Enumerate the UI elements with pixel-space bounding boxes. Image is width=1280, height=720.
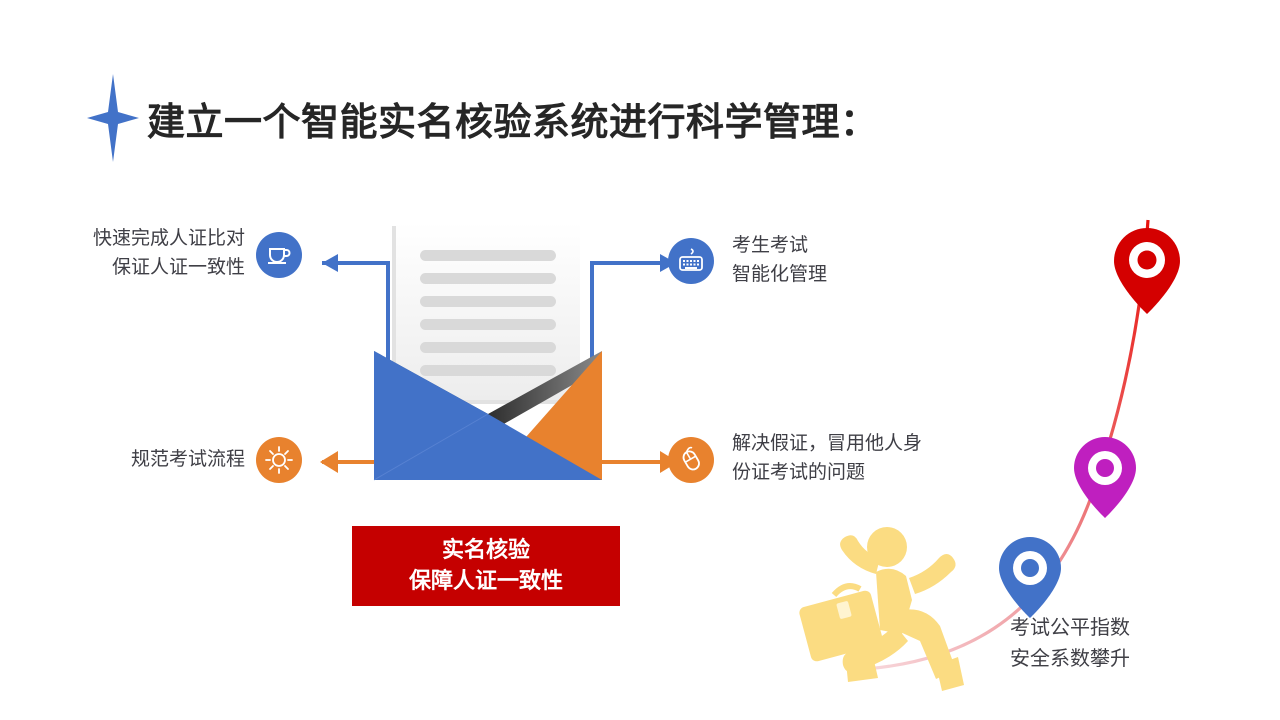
right-illustration xyxy=(790,200,1280,700)
map-pin-magenta xyxy=(1074,437,1136,518)
slide-title-row: 建立一个智能实名核验系统进行科学管理： xyxy=(85,74,879,162)
page-title: 建立一个智能实名核验系统进行科学管理： xyxy=(147,99,879,144)
mouse-icon xyxy=(682,446,700,471)
feature-icon-sun[interactable] xyxy=(256,437,302,483)
envelope-graphic xyxy=(352,218,624,508)
four-point-star-icon xyxy=(87,74,139,162)
feature-label-line: 考生考试 xyxy=(732,234,809,256)
coffee-cup-icon xyxy=(268,248,291,264)
feature-label-line: 智能化管理 xyxy=(732,263,828,285)
feature-label-top-right: 考生考试 智能化管理 xyxy=(732,231,827,289)
feature-label-line: 规范考试流程 xyxy=(130,448,245,470)
sun-icon xyxy=(265,446,293,474)
keyboard-icon xyxy=(679,248,703,271)
feature-label-bottom-right: 解决假证，冒用他人身 份证考试的问题 xyxy=(732,429,922,487)
feature-label-top-left: 快速完成人证比对 保证人证一致性 xyxy=(20,224,245,282)
red-box-line: 保障人证一致性 xyxy=(408,569,563,594)
document-lines xyxy=(420,250,556,376)
right-illustration-caption: 考试公平指数 安全系数攀升 xyxy=(1010,612,1130,674)
map-pin-red xyxy=(1114,228,1180,314)
feature-icon-keyboard[interactable] xyxy=(668,238,714,284)
feature-label-line: 解决假证，冒用他人身 xyxy=(732,432,923,454)
map-pin-blue xyxy=(999,537,1061,618)
feature-icon-mouse[interactable] xyxy=(668,437,714,483)
right-caption-line: 安全系数攀升 xyxy=(1010,646,1130,670)
red-box-line: 实名核验 xyxy=(441,538,530,563)
feature-label-bottom-left: 规范考试流程 xyxy=(20,445,245,474)
feature-icon-coffee[interactable] xyxy=(256,232,302,278)
running-businessman-with-briefcase-icon xyxy=(799,527,964,691)
connector-top-left xyxy=(322,254,390,391)
feature-label-line: 保证人证一致性 xyxy=(111,256,245,278)
feature-label-line: 快速完成人证比对 xyxy=(92,227,245,249)
feature-label-line: 份证考试的问题 xyxy=(732,461,866,483)
right-caption-line: 考试公平指数 xyxy=(1010,615,1130,639)
red-caption-box: 实名核验 保障人证一致性 xyxy=(352,526,620,606)
